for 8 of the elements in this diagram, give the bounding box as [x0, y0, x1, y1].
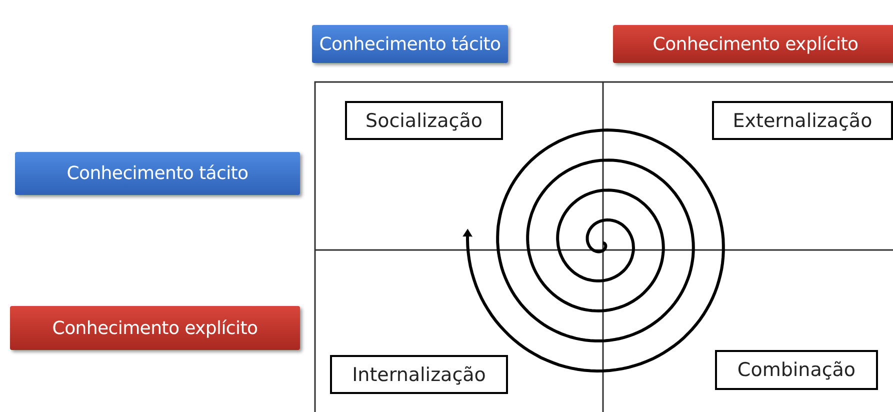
- header-label: Conhecimento tácito: [312, 25, 508, 63]
- header-label: Conhecimento explícito: [613, 25, 893, 63]
- row-label: Conhecimento explícito: [10, 306, 300, 350]
- row-label: Conhecimento tácito: [15, 152, 300, 195]
- quadrant-label: Socialização: [345, 101, 503, 140]
- quadrant-label: Combinação: [715, 350, 878, 390]
- quadrant-label: Externalização: [712, 101, 893, 140]
- quadrant-label: Internalização: [330, 355, 508, 394]
